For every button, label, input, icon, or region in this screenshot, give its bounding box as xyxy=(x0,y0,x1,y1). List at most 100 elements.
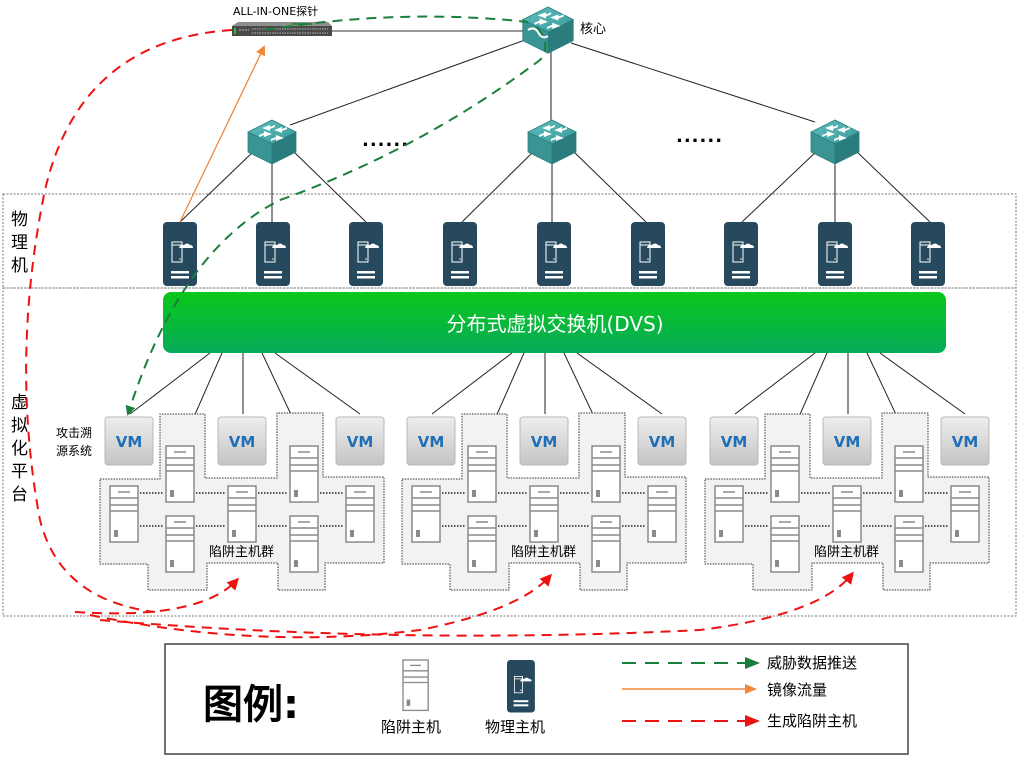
virtual-zone xyxy=(2,287,1017,617)
honeypot-host[interactable] xyxy=(647,485,677,543)
honeypot-host[interactable] xyxy=(467,515,497,573)
vm-label: VM xyxy=(834,433,861,451)
arrow-icon xyxy=(745,715,760,727)
dvs-bar[interactable]: 分布式虚拟交换机(DVS) xyxy=(163,292,946,353)
core-switch-label: 核心 xyxy=(580,22,606,37)
vm-label: VM xyxy=(649,433,676,451)
honeypot-host[interactable] xyxy=(591,445,621,503)
vm-label: VM xyxy=(229,433,256,451)
svg-text:化: 化 xyxy=(11,439,28,459)
vm-label: VM xyxy=(116,433,143,451)
honeypot-host[interactable] xyxy=(770,445,800,503)
honeypot-host[interactable] xyxy=(289,515,319,573)
honeypot-cluster-label: 陷阱主机群 xyxy=(814,545,879,560)
vm-label: VM xyxy=(721,433,748,451)
access-switch[interactable] xyxy=(247,119,297,165)
trace-system-label: 攻击溯 源系统 xyxy=(56,425,92,458)
arrow-icon xyxy=(745,657,760,669)
vm[interactable]: VM xyxy=(406,416,456,466)
honeypot-host[interactable] xyxy=(770,515,800,573)
arrow-icon xyxy=(745,684,757,694)
honeypot-cluster-label: 陷阱主机群 xyxy=(511,545,576,560)
svg-text:平: 平 xyxy=(11,462,28,482)
threat-push-line xyxy=(264,15,529,31)
vm[interactable]: VM xyxy=(822,416,872,466)
probe-label: ALL-IN-ONE探针 xyxy=(233,4,318,18)
generate-honeypot-line xyxy=(74,577,240,615)
physical-host[interactable] xyxy=(255,221,291,287)
core-switch[interactable]: 核心 xyxy=(522,6,606,54)
honeypot-host[interactable] xyxy=(529,485,559,543)
physical-zone xyxy=(2,193,1017,289)
access-switch[interactable] xyxy=(810,119,860,165)
physical-host[interactable] xyxy=(348,221,384,287)
vm-label: VM xyxy=(531,433,558,451)
honeypot-host[interactable] xyxy=(832,485,862,543)
vm[interactable]: VM xyxy=(519,416,569,466)
svg-text:攻击溯: 攻击溯 xyxy=(56,425,92,440)
legend-threat-push-label: 威胁数据推送 xyxy=(767,654,857,672)
svg-text:理: 理 xyxy=(11,233,28,253)
honeypot-cluster: VM VM VM 陷阱主机群 xyxy=(704,412,990,591)
vm[interactable]: VM xyxy=(335,416,385,466)
svg-text:机: 机 xyxy=(11,256,28,276)
svg-text:虚: 虚 xyxy=(11,393,28,413)
honeypot-host[interactable] xyxy=(227,485,257,543)
svg-text:拟: 拟 xyxy=(11,416,28,436)
vm[interactable]: VM xyxy=(217,416,267,466)
legend-physical-label: 物理主机 xyxy=(485,718,545,736)
physical-zone-label: 物 理 机 xyxy=(11,210,28,276)
ellipsis-right: ...... xyxy=(676,126,723,147)
vm[interactable]: VM xyxy=(637,416,687,466)
svg-text:物: 物 xyxy=(11,210,28,230)
vm[interactable]: VM xyxy=(940,416,990,466)
legend-generate-label: 生成陷阱主机 xyxy=(767,712,857,730)
vm[interactable]: VM xyxy=(104,416,154,466)
legend-honeypot-label: 陷阱主机 xyxy=(381,718,441,736)
honeypot-host[interactable] xyxy=(411,485,441,543)
honeypot-host[interactable] xyxy=(165,445,195,503)
honeypot-host[interactable] xyxy=(894,515,924,573)
physical-host[interactable] xyxy=(442,221,478,287)
honeypot-host[interactable] xyxy=(165,515,195,573)
svg-text:源系统: 源系统 xyxy=(56,444,92,458)
network-links xyxy=(179,30,931,223)
generate-honeypot-line xyxy=(25,29,233,613)
physical-host[interactable] xyxy=(162,221,198,287)
physical-host[interactable] xyxy=(723,221,759,287)
honeypot-host[interactable] xyxy=(467,445,497,503)
honeypot-host[interactable] xyxy=(714,485,744,543)
threat-push-line xyxy=(125,26,547,416)
physical-host[interactable] xyxy=(817,221,853,287)
legend-title: 图例: xyxy=(203,682,299,728)
legend-mirror-label: 镜像流量 xyxy=(767,681,827,699)
physical-host[interactable] xyxy=(630,221,666,287)
honeypot-cluster: VM VM VM 陷阱主机群 xyxy=(99,412,385,591)
physical-host[interactable] xyxy=(910,221,946,287)
vm-label: VM xyxy=(952,433,979,451)
honeypot-cluster: VM VM VM 陷阱主机群 xyxy=(401,412,687,591)
dvs-links xyxy=(129,352,966,445)
access-switch[interactable] xyxy=(527,119,577,165)
ellipsis-left: ...... xyxy=(362,130,409,151)
vm[interactable]: VM xyxy=(709,416,759,466)
physical-host-icon xyxy=(506,659,536,713)
virtual-zone-label: 虚 拟 化 平 台 xyxy=(11,393,28,505)
honeypot-host[interactable] xyxy=(894,445,924,503)
honeypot-host-icon xyxy=(402,659,429,712)
physical-host[interactable] xyxy=(536,221,572,287)
legend: 图例: 陷阱主机 物理主机 威胁数据推送 镜像流量 生成陷阱主机 xyxy=(164,643,909,755)
all-in-one-probe[interactable]: ALL-IN-ONE探针 xyxy=(231,4,333,37)
honeypot-host[interactable] xyxy=(289,445,319,503)
honeypot-host[interactable] xyxy=(109,485,139,543)
generate-honeypot-line xyxy=(89,573,552,639)
honeypot-host[interactable] xyxy=(345,485,375,543)
vm-label: VM xyxy=(418,433,445,451)
honeypot-host[interactable] xyxy=(591,515,621,573)
vm-label: VM xyxy=(347,433,374,451)
dvs-label: 分布式虚拟交换机(DVS) xyxy=(446,312,663,336)
honeypot-cluster-label: 陷阱主机群 xyxy=(209,545,274,560)
honeypot-host[interactable] xyxy=(950,485,980,543)
svg-text:台: 台 xyxy=(11,485,28,505)
